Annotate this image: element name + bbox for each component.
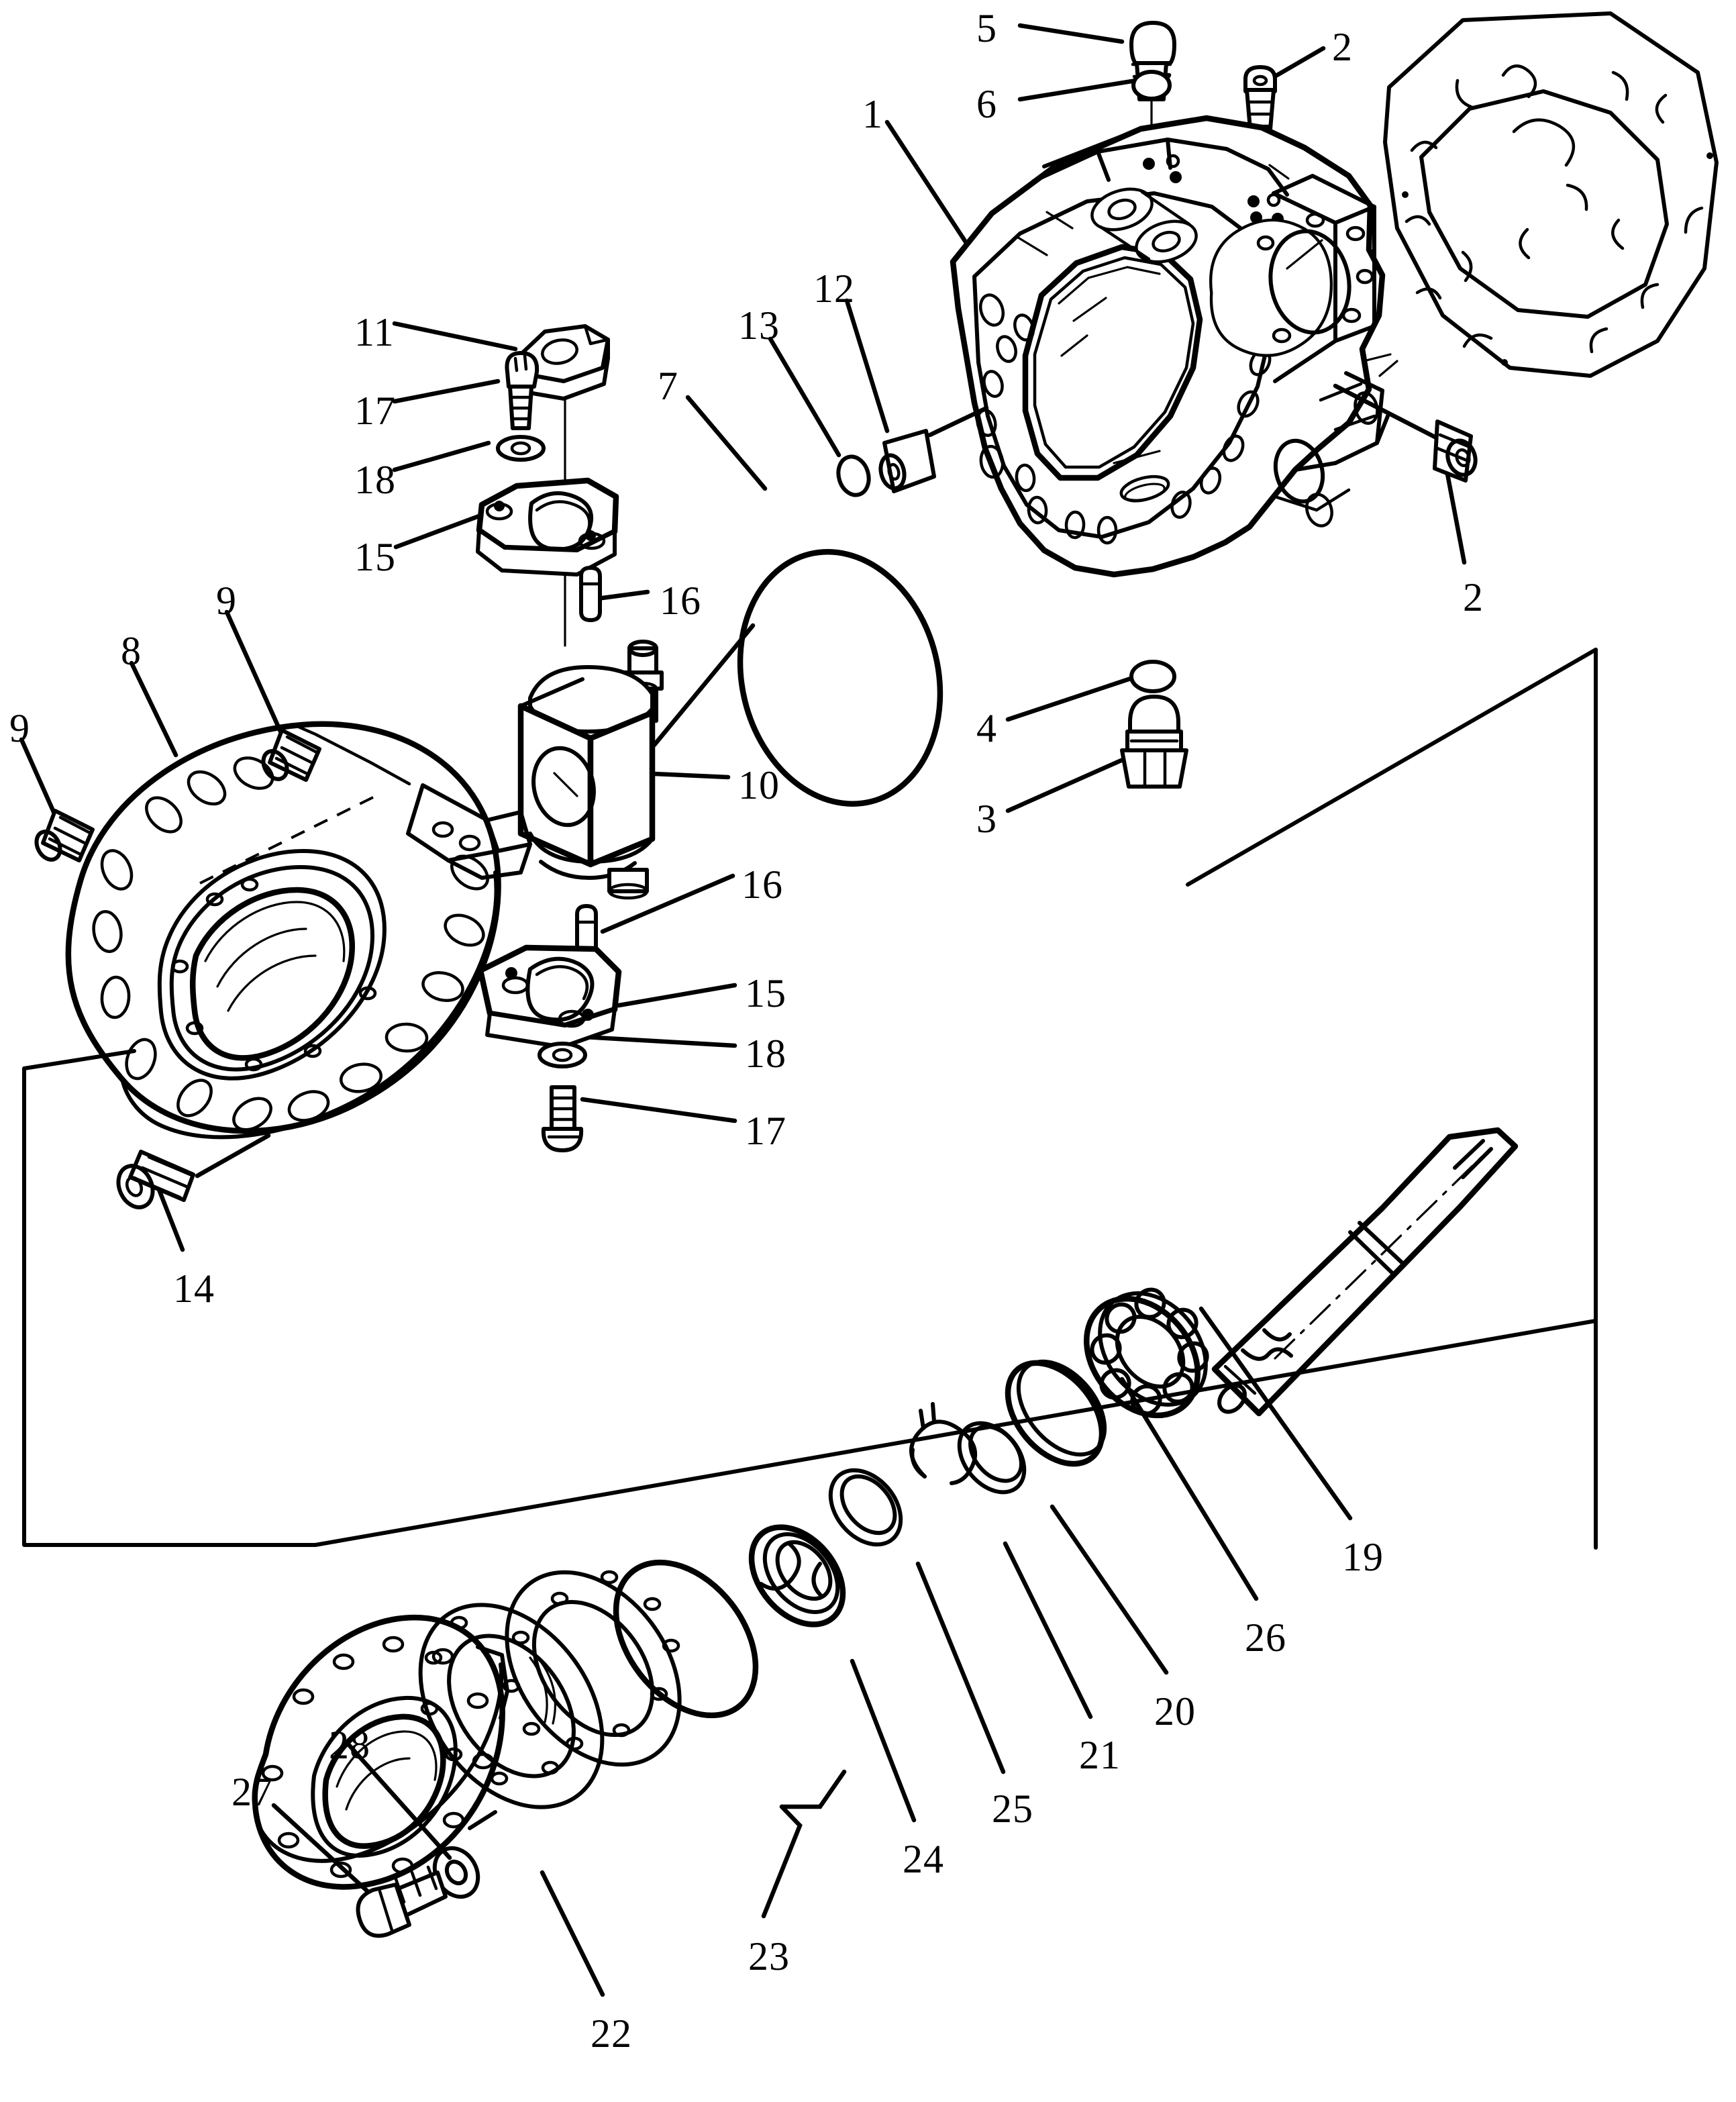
callout-5: 5 bbox=[976, 6, 997, 50]
callout-7: 7 bbox=[658, 364, 678, 408]
callout-18-upper: 18 bbox=[354, 458, 396, 502]
callout-8: 8 bbox=[121, 629, 142, 673]
callout-23: 23 bbox=[748, 1934, 790, 1979]
reference-panel-outline bbox=[22, 648, 1598, 1550]
part-15-valve-plate-upper bbox=[476, 477, 619, 647]
part-7-large-o-ring bbox=[737, 549, 943, 807]
callout-15-lower: 15 bbox=[745, 971, 786, 1015]
callout-19: 19 bbox=[1342, 1535, 1384, 1579]
part-27-bolt bbox=[356, 1865, 448, 1938]
part-18-washer-lower bbox=[538, 1042, 587, 1068]
callout-21: 21 bbox=[1079, 1733, 1121, 1777]
part-9-bolt-left bbox=[34, 809, 95, 862]
callout-20: 20 bbox=[1154, 1689, 1196, 1734]
part-21-spacer-ring bbox=[909, 1402, 978, 1485]
part-23-gasket-plates bbox=[418, 1570, 682, 1809]
callout-14: 14 bbox=[173, 1266, 215, 1311]
part-11-cover-cap bbox=[517, 324, 610, 506]
callout-17-upper: 17 bbox=[354, 389, 396, 433]
part-25-snap-ring bbox=[828, 1468, 903, 1547]
callout-9-right: 9 bbox=[216, 579, 237, 623]
part-12-bushing-sleeve bbox=[878, 405, 989, 493]
callout-22: 22 bbox=[591, 2011, 632, 2056]
callout-9-left: 9 bbox=[9, 706, 30, 750]
callout-25: 25 bbox=[992, 1787, 1033, 1831]
part-9-bolt-right bbox=[261, 728, 321, 782]
part-23-o-ring-gasket bbox=[613, 1559, 759, 1719]
part-16-dowel-pin-upper bbox=[579, 566, 602, 622]
callout-12: 12 bbox=[813, 266, 855, 311]
part-26-retaining-ring bbox=[1005, 1359, 1107, 1467]
drive-shaft bbox=[1211, 1127, 1519, 1417]
callout-3: 3 bbox=[976, 797, 997, 841]
part-13-o-ring bbox=[836, 454, 871, 497]
callout-16-lower: 16 bbox=[742, 862, 783, 907]
part-19-ball-bearing bbox=[1083, 1287, 1209, 1419]
part-22-front-cover bbox=[252, 1614, 509, 1890]
part-10-servo-valve-block bbox=[517, 640, 664, 900]
callout-18-lower: 18 bbox=[745, 1032, 786, 1076]
callout-28: 28 bbox=[329, 1723, 370, 1767]
callout-2-lower: 2 bbox=[1463, 575, 1484, 619]
cover-plate-outline-detail bbox=[1383, 11, 1719, 378]
callout-17-lower: 17 bbox=[745, 1109, 786, 1153]
part-14-bolt bbox=[116, 1133, 271, 1209]
callout-13: 13 bbox=[738, 303, 780, 348]
callout-24: 24 bbox=[903, 1837, 944, 1881]
part-18-washer-upper bbox=[496, 435, 546, 462]
part-4-o-ring bbox=[1129, 660, 1176, 693]
callout-27: 27 bbox=[232, 1770, 273, 1814]
part-2-plug-screw-lower bbox=[1333, 383, 1478, 483]
part-20-retaining-ring bbox=[957, 1421, 1027, 1495]
callout-4: 4 bbox=[976, 706, 997, 750]
part-1-pump-housing bbox=[950, 115, 1398, 578]
part-24-oil-seal bbox=[748, 1524, 846, 1628]
callout-26: 26 bbox=[1245, 1615, 1286, 1660]
callout-16-upper: 16 bbox=[660, 579, 701, 623]
callout-11: 11 bbox=[354, 310, 395, 354]
part-3-drain-plug bbox=[1120, 695, 1188, 789]
part-8-mounting-flange bbox=[65, 721, 532, 1140]
part-17-screw-upper bbox=[505, 351, 540, 430]
callout-10: 10 bbox=[738, 763, 780, 807]
callout-6: 6 bbox=[976, 82, 997, 126]
callout-2-upper: 2 bbox=[1332, 25, 1353, 69]
callout-15-upper: 15 bbox=[354, 535, 396, 579]
callout-1: 1 bbox=[862, 92, 883, 136]
part-17-screw-lower bbox=[541, 1085, 584, 1152]
part-6-o-ring bbox=[1131, 70, 1172, 101]
part-15-valve-plate-lower bbox=[477, 944, 622, 1049]
